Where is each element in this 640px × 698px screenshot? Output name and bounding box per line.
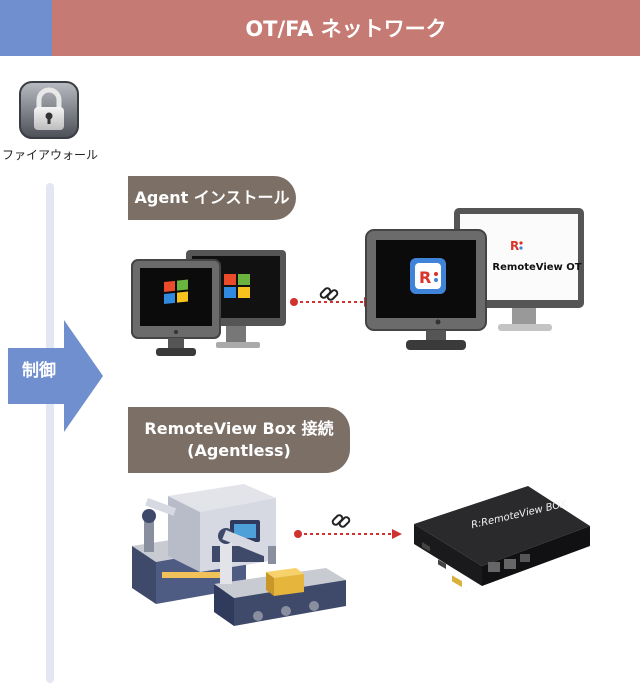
box-label-line2: (Agentless): [187, 441, 291, 460]
link-icon: [331, 514, 351, 528]
agent-install-label: Agent インストール: [128, 176, 296, 220]
header-accent: [0, 0, 52, 56]
remoteview-ot-monitors: R R: [365, 208, 584, 350]
factory-robot-illustration: [132, 484, 346, 626]
remoteview-box-device: [414, 486, 590, 592]
svg-text:R: R: [510, 239, 519, 253]
box-label-line1: RemoteView Box 接続: [144, 419, 334, 438]
lock-icon: [19, 81, 79, 139]
header-title: OT/FA ネットワーク: [52, 0, 640, 56]
remoteview-box-label: RemoteView Box 接続 (Agentless): [128, 407, 350, 473]
windows-pcs: [131, 250, 286, 356]
dotted-arrow: [294, 529, 402, 539]
agent-install-text: Agent インストール: [134, 188, 290, 207]
control-arrow: [8, 320, 103, 432]
remoteview-ot-logo-text: RemoteView OT: [492, 262, 582, 273]
control-label: 制御: [22, 361, 56, 381]
network-line: [46, 183, 54, 683]
svg-text:R: R: [419, 268, 431, 287]
firewall-label: ファイアウォール: [1, 148, 98, 162]
link-icon: [319, 287, 339, 301]
